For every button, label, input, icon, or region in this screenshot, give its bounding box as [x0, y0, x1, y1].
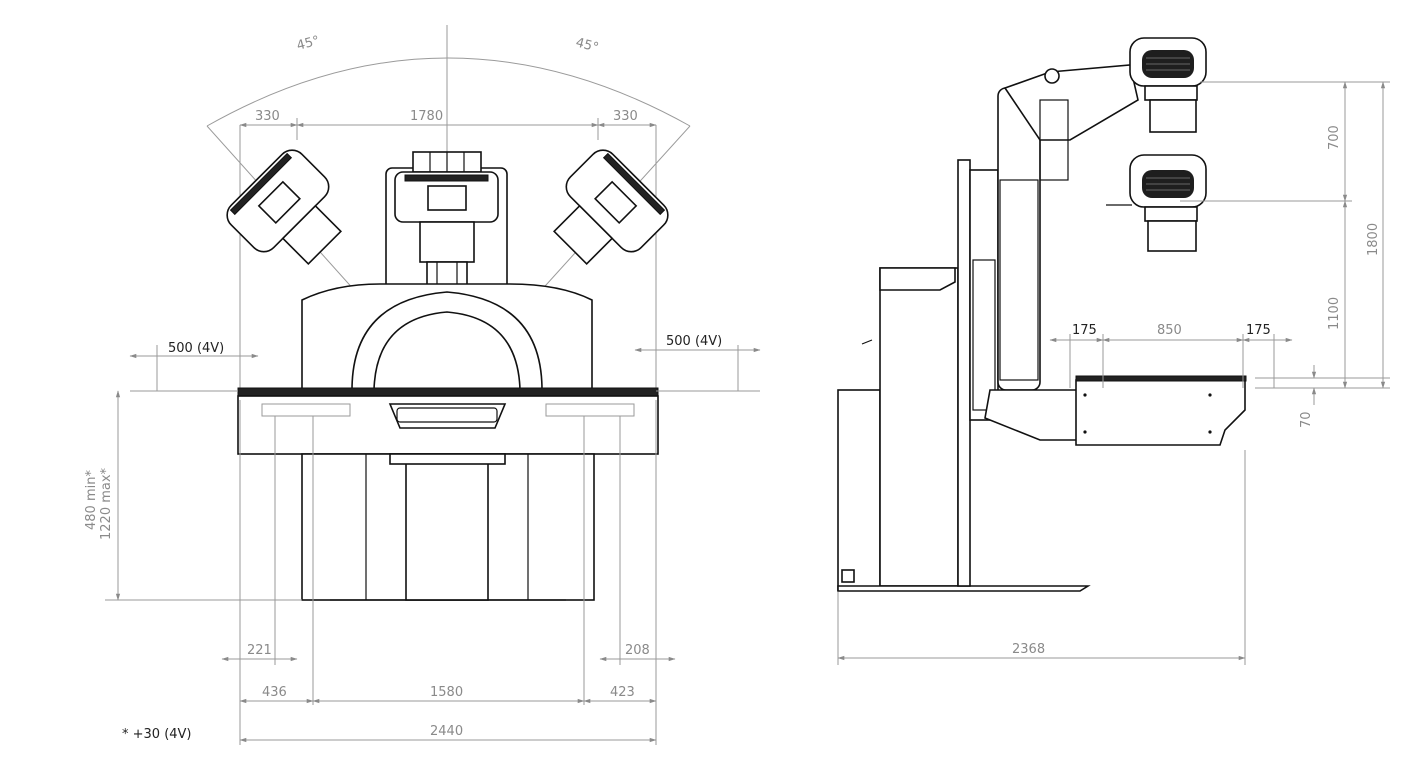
pedestal — [837, 389, 881, 591]
column-side — [997, 87, 1041, 391]
dim-175-right: 175 — [1246, 323, 1271, 338]
dim-total-side: 2368 — [1012, 642, 1045, 657]
table-arm — [984, 389, 1081, 441]
dim-bottom-left-small: 221 — [247, 643, 272, 658]
dim-top-center: 1780 — [410, 109, 443, 124]
dim-bottom-right-small: 208 — [625, 643, 650, 658]
table-top-side — [1075, 375, 1247, 382]
dim-bottom-left: 436 — [262, 685, 287, 700]
tilt-arc — [206, 57, 691, 127]
vertical-plate — [957, 159, 971, 587]
xray-tube-right — [553, 149, 669, 265]
dim-height-2: 1220 max* — [99, 467, 114, 540]
dim-1800: 1800 — [1366, 223, 1381, 256]
dim-side-right: 500 (4V) — [666, 334, 722, 349]
dim-bottom-center: 1580 — [430, 685, 463, 700]
tube-head-top — [1129, 37, 1207, 133]
side-view: 175 850 175 700 1100 1800 70 2368 — [837, 37, 1390, 665]
xray-tube-left — [226, 149, 342, 265]
dim-total-front: 2440 — [430, 724, 463, 739]
tube-head-middle — [1106, 154, 1207, 252]
dim-bottom-right: 423 — [610, 685, 635, 700]
front-view: 45° 45° 330 1780 330 — [84, 25, 761, 745]
dim-side-left: 500 (4V) — [168, 341, 224, 356]
dim-height-1: 480 min* — [84, 470, 99, 530]
angle-left-label: 45° — [295, 33, 321, 53]
dim-70: 70 — [1299, 411, 1314, 428]
dim-top-right: 330 — [613, 109, 638, 124]
angle-right-label: 45° — [574, 35, 600, 55]
dim-700: 700 — [1327, 125, 1342, 150]
dim-850: 850 — [1157, 323, 1182, 338]
dim-1100: 1100 — [1327, 297, 1342, 330]
table-top — [237, 387, 659, 397]
footnote: * +30 (4V) — [122, 727, 192, 742]
dim-175-left: 175 — [1072, 323, 1097, 338]
dim-top-left: 330 — [255, 109, 280, 124]
